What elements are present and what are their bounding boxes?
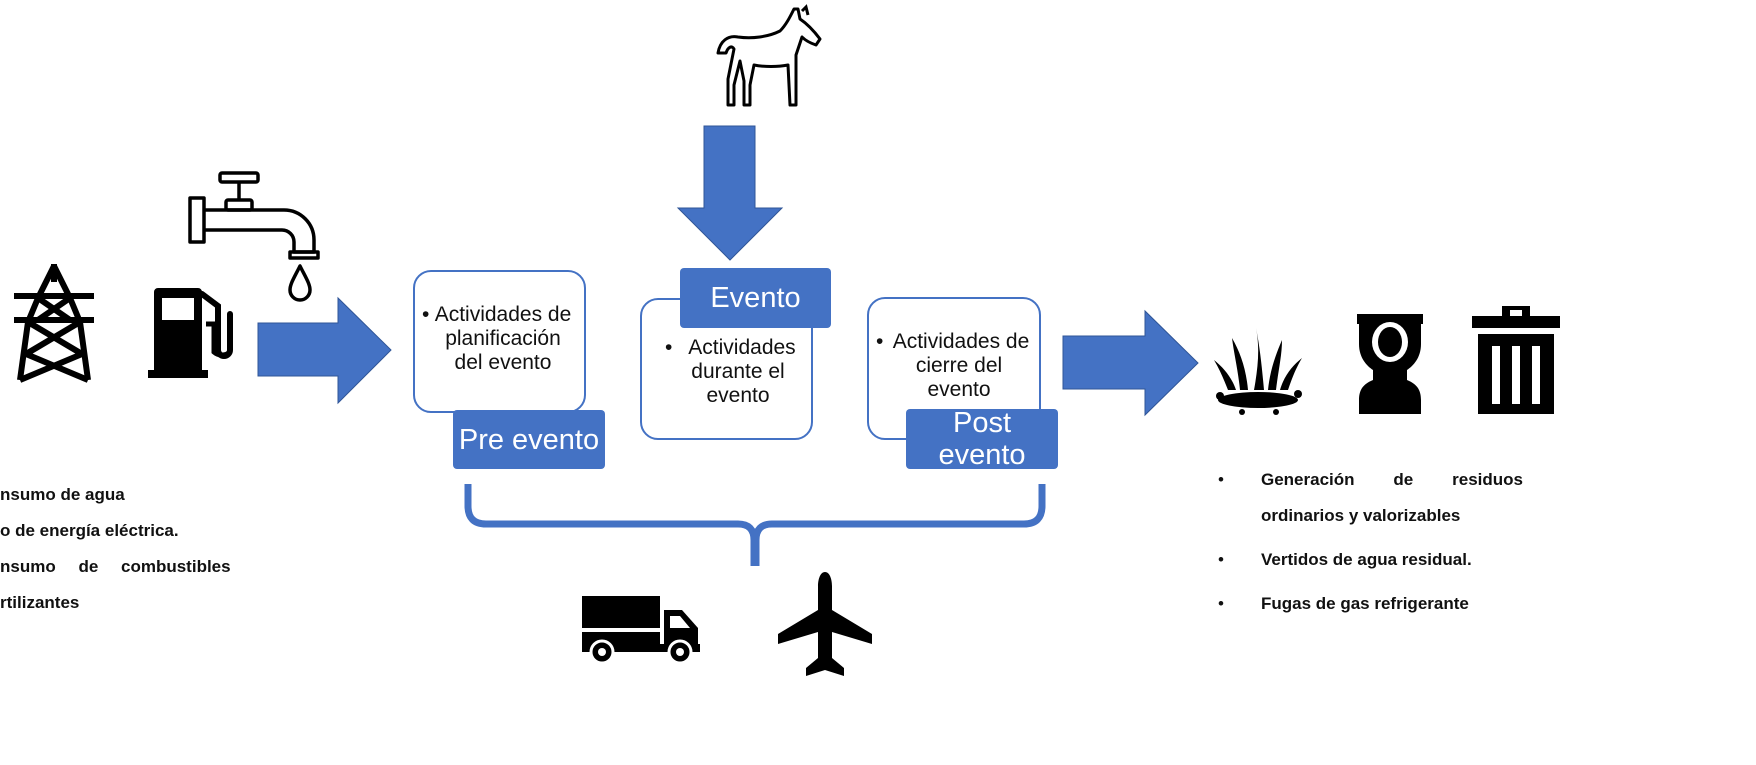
stage-tag-post[interactable]: Post evento (906, 407, 1058, 471)
water-tap-icon (188, 171, 320, 302)
arrow-down-event (676, 125, 784, 261)
power-tower-icon (14, 264, 94, 383)
trash-bin-icon (1472, 306, 1560, 414)
arrow-right-input (257, 296, 392, 405)
fuel-pump-icon (148, 288, 233, 378)
input-item-fuel: nsumo de combustibles (0, 557, 231, 576)
curly-brace (464, 484, 1046, 566)
output-item-waste: Generación de residuos (1261, 470, 1523, 489)
water-spill-icon (1214, 328, 1302, 415)
stage-tag-during[interactable]: Evento (680, 268, 831, 328)
outputs-list: • Generación de residuos ordinarios y va… (1218, 470, 1523, 613)
stage-text-during: • Actividades durante el evento (665, 336, 796, 407)
truck-icon (582, 596, 700, 665)
input-item-water: nsumo de agua (0, 485, 125, 504)
output-item-refrigerant: Fugas de gas refrigerante (1261, 594, 1469, 613)
input-item-electricity: o de energía eléctrica. (0, 521, 179, 540)
input-item-fertilizers: rtilizantes (0, 593, 80, 612)
output-item-wastewater: Vertidos de agua residual. (1261, 550, 1472, 569)
stage-text-pre: • Actividades de planificación del event… (422, 303, 572, 374)
stage-text-post: • Actividades de cierre del evento (876, 330, 1030, 401)
output-item-waste-2: ordinarios y valorizables (1261, 506, 1461, 525)
toilet-icon (1357, 314, 1423, 414)
horse-icon (716, 4, 822, 107)
stage-tag-pre[interactable]: Pre evento (453, 410, 605, 469)
arrow-right-output (1062, 309, 1199, 417)
inputs-list: nsumo de agua o de energía eléctrica. ns… (0, 485, 260, 625)
airplane-icon (778, 572, 872, 676)
